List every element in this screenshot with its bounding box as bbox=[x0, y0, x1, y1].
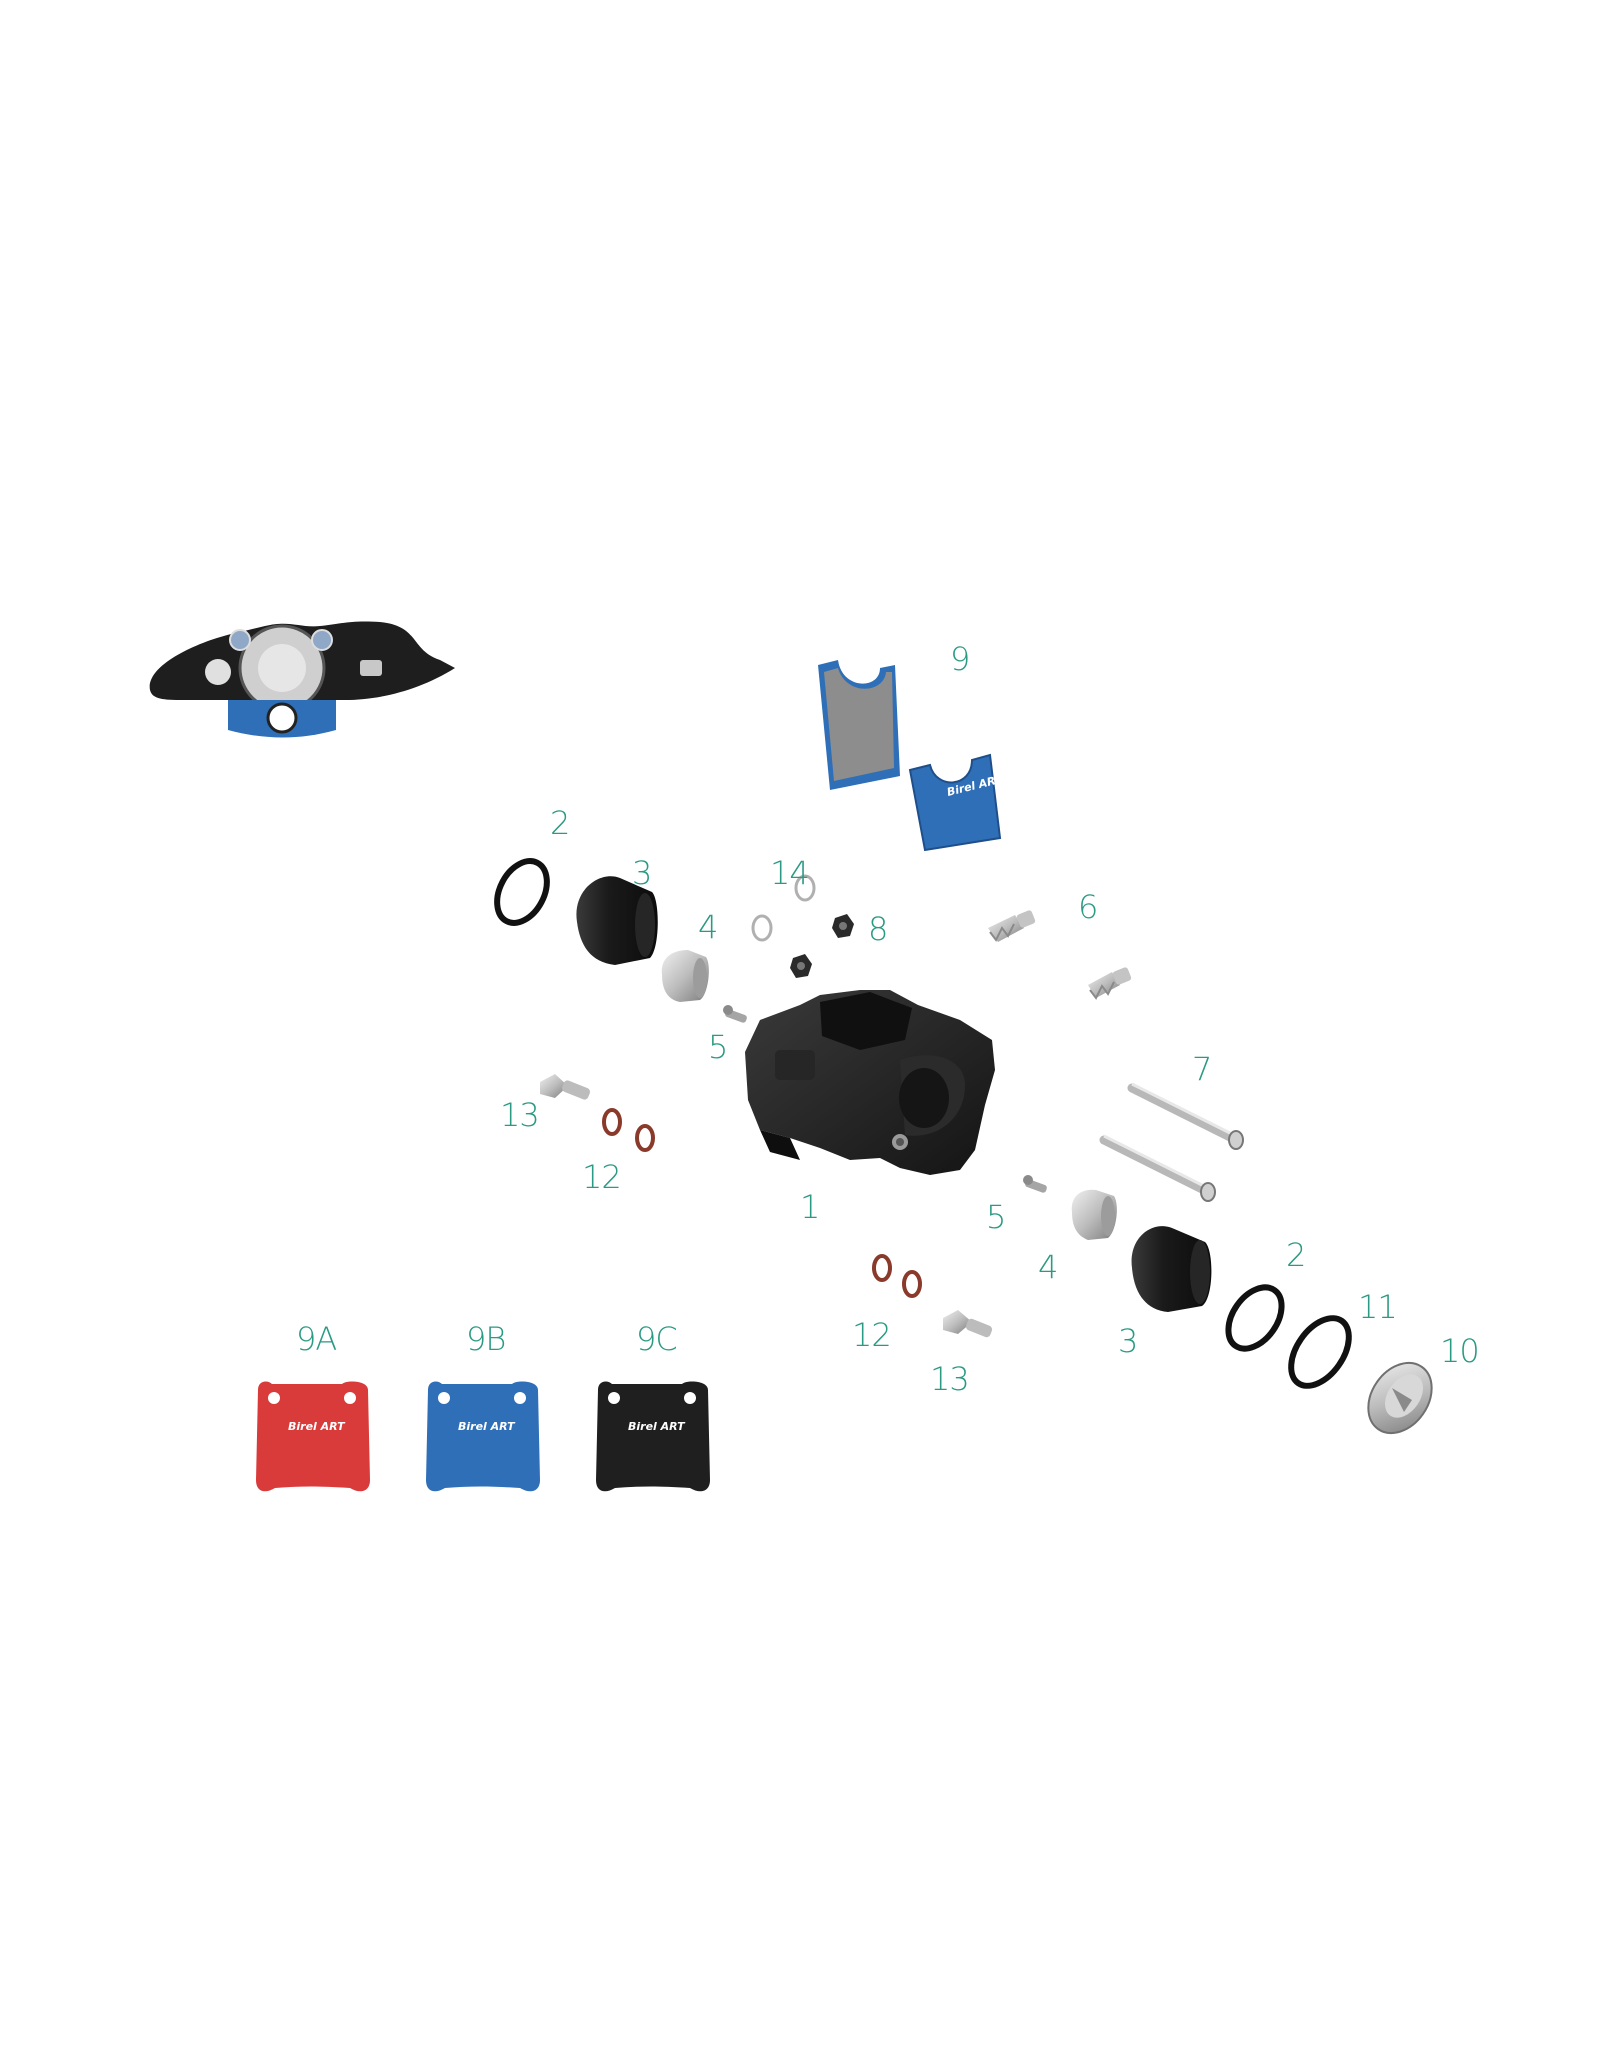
callout-3-right: 3 bbox=[1118, 1322, 1137, 1360]
callout-9b: 9B bbox=[466, 1320, 505, 1358]
copper-washers-right bbox=[872, 1254, 922, 1298]
copper-washers-left bbox=[602, 1108, 655, 1152]
caliper-body bbox=[745, 990, 995, 1175]
pad-9c-logo: Birel ART bbox=[628, 1420, 686, 1433]
clip-upper bbox=[794, 874, 816, 902]
callout-8: 8 bbox=[868, 910, 887, 948]
piston-right bbox=[1131, 1226, 1212, 1312]
pad-9a-logo: Birel ART bbox=[288, 1420, 346, 1433]
o-ring-right-2 bbox=[1225, 1284, 1285, 1352]
brake-pad-grey bbox=[818, 660, 900, 790]
callout-14: 14 bbox=[770, 854, 809, 892]
long-bolt-upper bbox=[1127, 1082, 1244, 1150]
brake-pad-9b-blue: Birel ART bbox=[426, 1381, 540, 1492]
pad-9b-logo: Birel ART bbox=[458, 1420, 516, 1433]
callout-6: 6 bbox=[1078, 888, 1097, 926]
callout-3-left: 3 bbox=[632, 854, 651, 892]
long-bolt-lower bbox=[1099, 1134, 1216, 1202]
o-ring-right-11 bbox=[1288, 1315, 1352, 1389]
callout-5-right: 5 bbox=[986, 1198, 1005, 1236]
callout-12-right: 12 bbox=[852, 1316, 891, 1354]
callout-10: 10 bbox=[1440, 1332, 1479, 1370]
callout-2-left: 2 bbox=[550, 804, 569, 842]
piston-left bbox=[576, 876, 658, 965]
banjo-bolt-right bbox=[943, 1310, 993, 1338]
assembled-caliper-icon bbox=[149, 621, 455, 738]
insulator-right bbox=[1071, 1189, 1117, 1240]
callout-11: 11 bbox=[1358, 1288, 1397, 1326]
brake-pad-9a-red: Birel ART bbox=[256, 1381, 370, 1492]
callout-4-left: 4 bbox=[698, 908, 717, 946]
callout-9c: 9C bbox=[636, 1320, 677, 1358]
banjo-bolt-left bbox=[540, 1074, 591, 1100]
brake-pad-9c-black: Birel ART bbox=[596, 1381, 710, 1492]
callout-1: 1 bbox=[800, 1188, 819, 1226]
callout-4-right: 4 bbox=[1038, 1248, 1057, 1286]
bleed-screw-lower bbox=[1088, 967, 1132, 1000]
small-screw-right bbox=[1023, 1175, 1047, 1193]
bleed-screw-upper bbox=[988, 910, 1036, 942]
callout-12-left: 12 bbox=[582, 1158, 621, 1196]
small-screw-left bbox=[723, 1005, 747, 1023]
callout-7: 7 bbox=[1192, 1050, 1211, 1088]
brake-pad-blue-angled: Birel ART bbox=[908, 753, 1005, 852]
callout-labels: 1 2 2 3 3 4 4 5 5 6 7 8 9 10 11 12 12 13… bbox=[296, 640, 1480, 1398]
end-cap bbox=[1367, 1361, 1433, 1435]
callout-5-left: 5 bbox=[708, 1028, 727, 1066]
callout-2-right: 2 bbox=[1286, 1236, 1305, 1274]
callout-9a: 9A bbox=[296, 1320, 336, 1358]
clip-lower bbox=[751, 914, 773, 942]
callout-13-left: 13 bbox=[500, 1096, 539, 1134]
callout-9: 9 bbox=[950, 640, 969, 678]
insulator-left bbox=[661, 950, 709, 1002]
callout-13-right: 13 bbox=[930, 1360, 969, 1398]
o-ring-left bbox=[494, 858, 550, 926]
nut-upper bbox=[832, 914, 854, 938]
nut-lower bbox=[790, 954, 812, 978]
